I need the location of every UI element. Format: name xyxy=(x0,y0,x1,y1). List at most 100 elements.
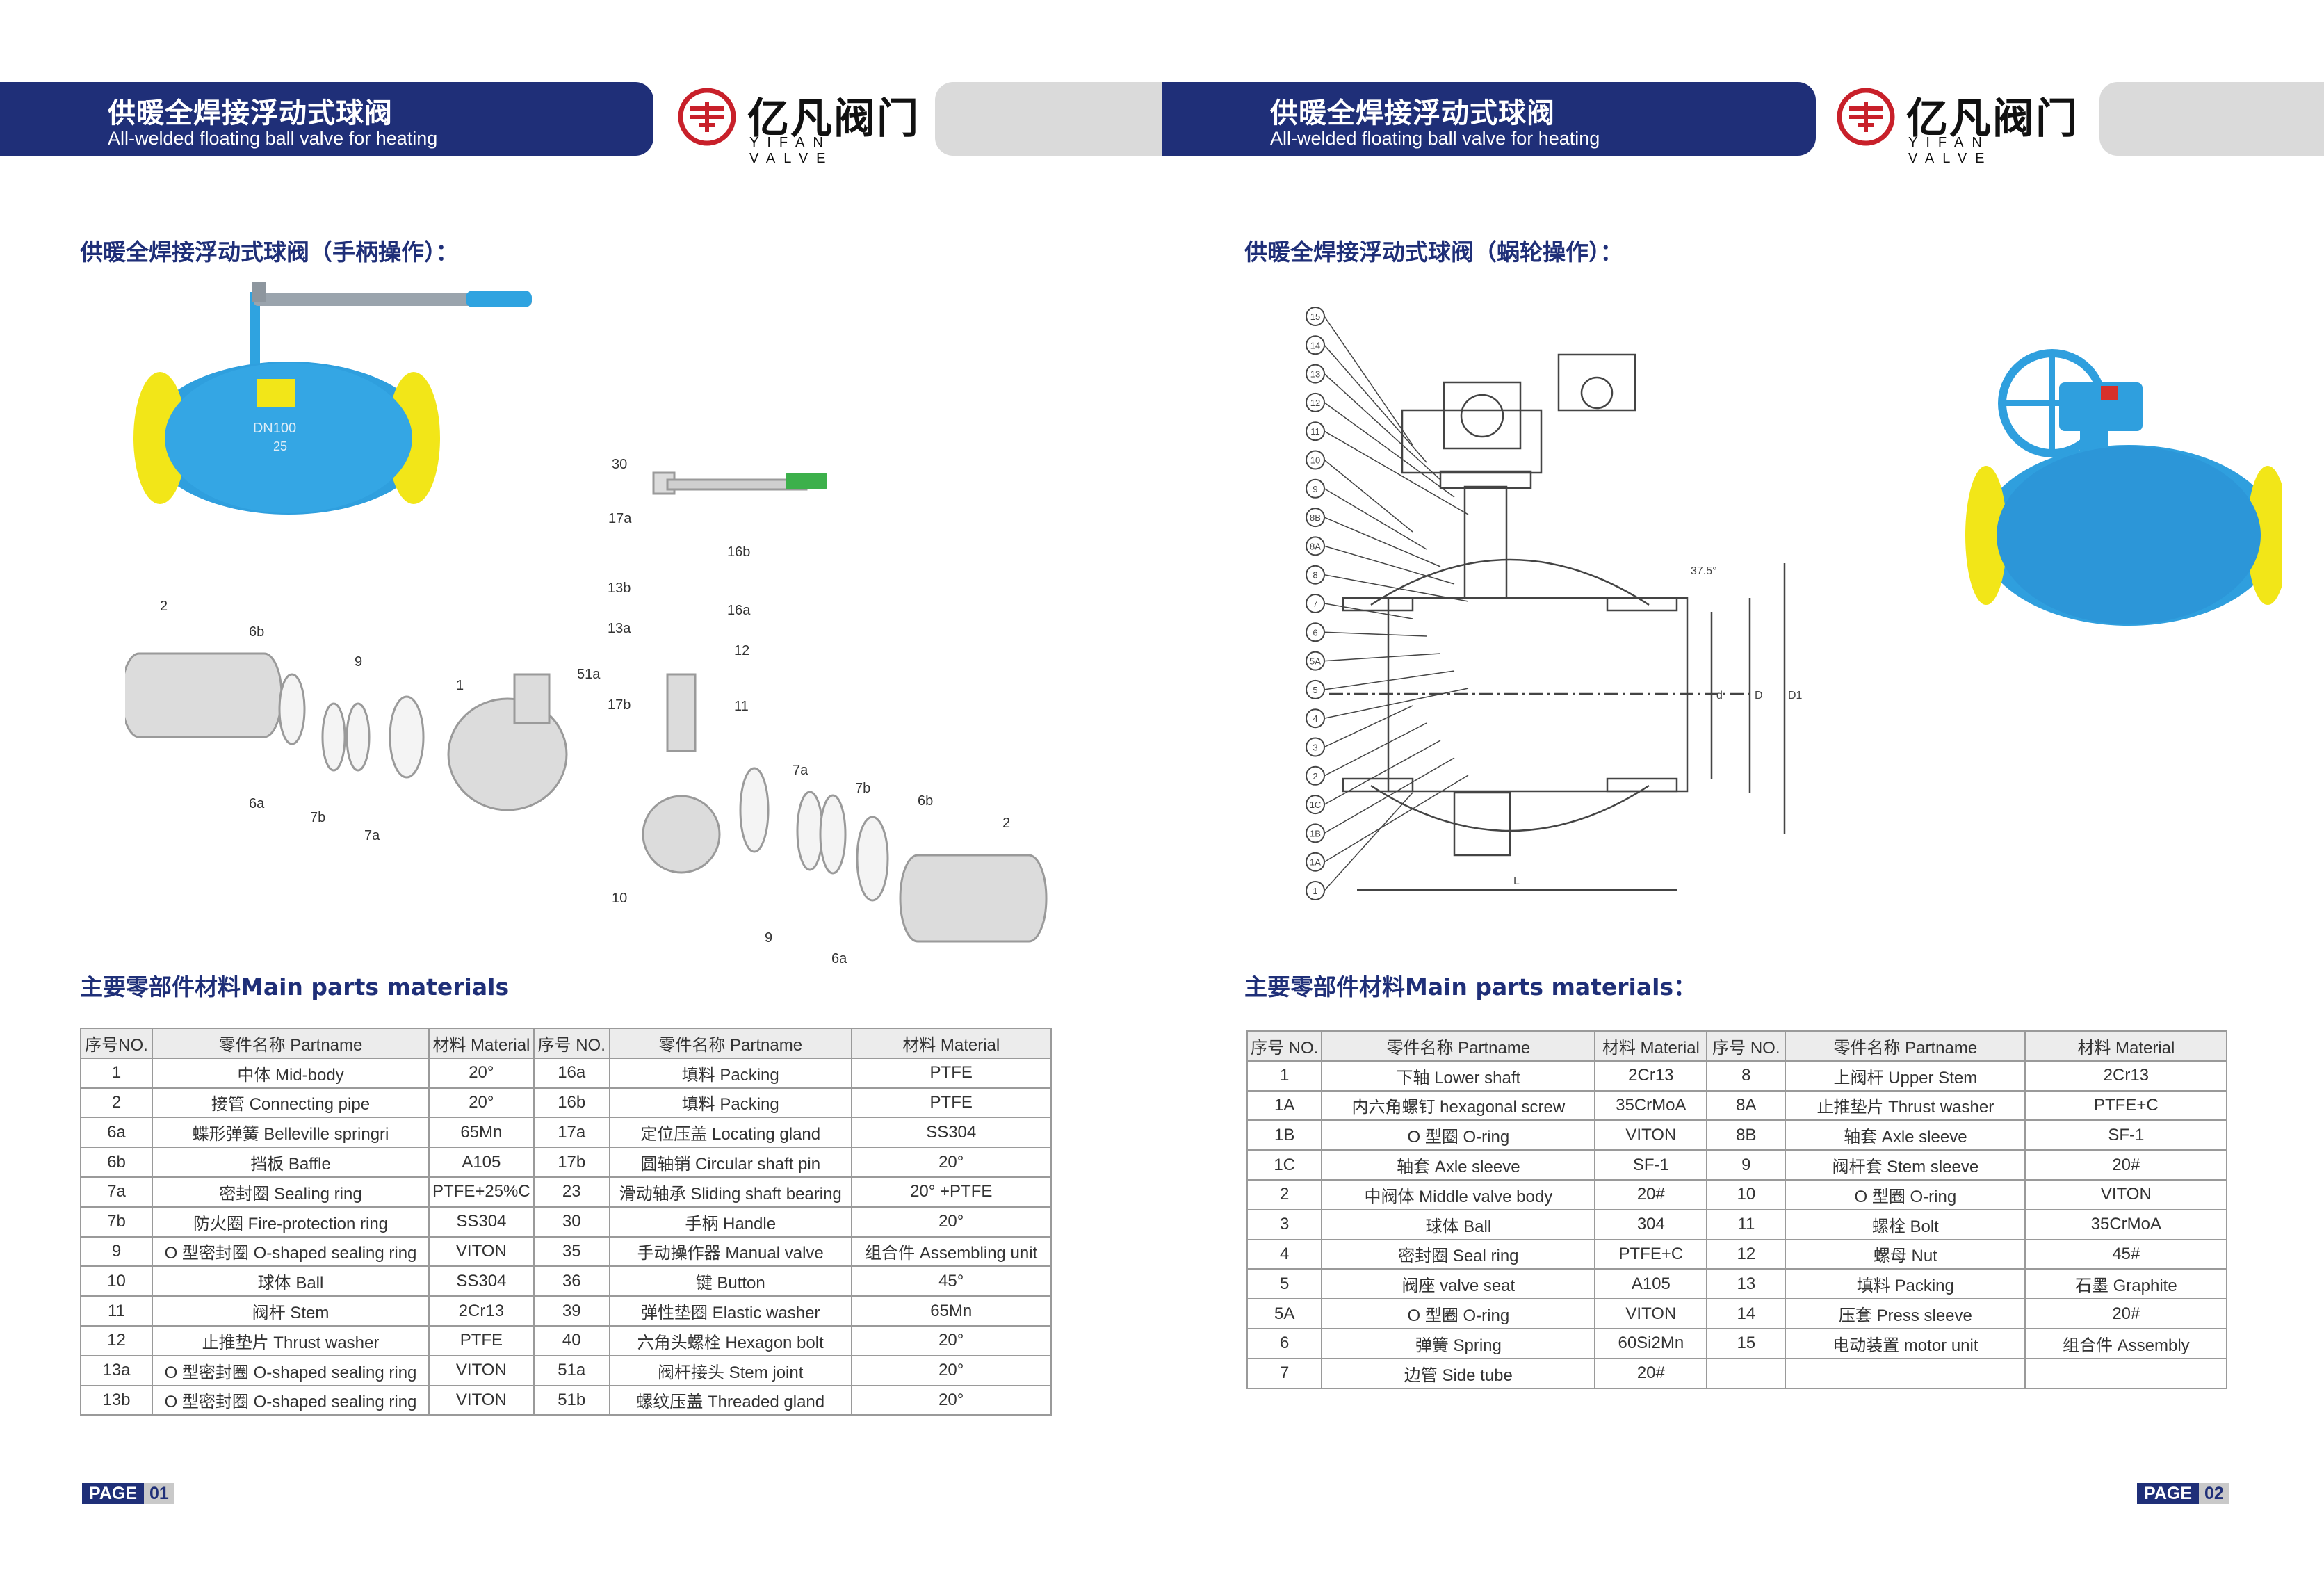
balloon-label: 7 xyxy=(1313,599,1317,609)
section-title: 供暖全焊接浮动式球阀（蜗轮操作）： xyxy=(1244,238,1623,266)
table-cell: 9 xyxy=(80,1235,153,1267)
table-cell: 蝶形弹簧 Belleville springri xyxy=(152,1117,430,1149)
balloon-label: 8A xyxy=(1310,541,1321,551)
brand-name-zh: 亿凡阀门 xyxy=(1906,95,2079,143)
page-number-tag: PAGE 02 xyxy=(2137,1483,2229,1504)
table-cell: O 型密封圈 O-shaped sealing ring xyxy=(152,1235,430,1267)
table-cell: 中体 Mid-body xyxy=(152,1057,430,1089)
table-cell xyxy=(2024,1357,2228,1389)
header-material: 材料 Material xyxy=(428,1028,535,1059)
table-cell: 阀杆套 Stem sleeve xyxy=(1785,1149,2026,1181)
table-header-row: 序号 NO. 零件名称 Partname 材料 Material 序号 NO. … xyxy=(1246,1030,2228,1062)
callout-label: 7a xyxy=(364,828,380,843)
table-cell: 止推垫片 Thrust washer xyxy=(1785,1089,2026,1121)
header-partname: 零件名称 Partname xyxy=(608,1028,852,1059)
table-cell: 接管 Connecting pipe xyxy=(152,1087,430,1119)
banner-title-zh: 供暖全焊接浮动式球阀 xyxy=(1270,97,1555,129)
table-cell: 304 xyxy=(1594,1208,1708,1240)
brand-logo: 亿凡阀门 YIFAN VALVE xyxy=(1837,82,2080,166)
balloon-marker xyxy=(1306,508,1325,528)
balloon-marker xyxy=(1306,765,1325,786)
table-cell: 17a xyxy=(533,1117,610,1149)
brand-name-en: YIFAN VALVE xyxy=(1908,135,1993,166)
leader-line xyxy=(1324,574,1469,602)
table-cell: 填料 Packing xyxy=(1785,1268,2026,1300)
callout-label: 13b xyxy=(608,581,631,596)
table-cell: 螺栓 Bolt xyxy=(1785,1208,2026,1240)
table-cell: 6a xyxy=(80,1117,153,1149)
exploded-view-drawing: 30 17a 16b 13b 16a 13a 12 51a 17b 11 2 6… xyxy=(125,457,1048,966)
table-cell: PTFE+25%C xyxy=(428,1176,535,1208)
table-cell: 10 xyxy=(80,1265,153,1297)
table-cell: 9 xyxy=(1706,1149,1787,1181)
header-partname: 零件名称 Partname xyxy=(152,1028,430,1059)
table-cell: 2Cr13 xyxy=(1594,1060,1708,1092)
table-cell: 20° xyxy=(850,1147,1052,1178)
callout-label: 6b xyxy=(249,624,264,640)
table-cell: 圆轴销 Circular shaft pin xyxy=(608,1147,852,1178)
leader-line xyxy=(1324,373,1441,480)
callout-label: 6b xyxy=(918,793,933,809)
table-cell: 7 xyxy=(1246,1357,1323,1389)
table-cell: 挡板 Baffle xyxy=(152,1147,430,1178)
brand-name-zh: 亿凡阀门 xyxy=(747,95,920,143)
table-cell: 65Mn xyxy=(850,1295,1052,1327)
table-cell: 8B xyxy=(1706,1119,1787,1151)
table-cell: 7a xyxy=(80,1176,153,1208)
table-cell: 20° xyxy=(850,1384,1052,1416)
leader-line xyxy=(1324,722,1427,777)
leader-line xyxy=(1324,459,1413,533)
callout-label: 9 xyxy=(765,930,772,946)
table-cell: 10 xyxy=(1706,1178,1787,1210)
table-cell: VITON xyxy=(1594,1119,1708,1151)
balloon-label: 6 xyxy=(1313,627,1317,638)
table-cell: 2Cr13 xyxy=(428,1295,535,1327)
callout-label: 2 xyxy=(160,599,168,614)
table-cell: 35CrMoA xyxy=(2024,1208,2228,1240)
header-grey-tab xyxy=(935,82,1162,156)
brand-logo: 亿凡阀门 YIFAN VALVE xyxy=(678,82,921,166)
table-cell: 3 xyxy=(1246,1208,1323,1240)
table-cell: 1A xyxy=(1246,1089,1323,1121)
table-cell: VITON xyxy=(1594,1298,1708,1329)
table-cell: O 型密封圈 O-shaped sealing ring xyxy=(152,1384,430,1416)
table-cell: 密封圈 Seal ring xyxy=(1321,1238,1596,1270)
table-cell: 12 xyxy=(1706,1238,1787,1270)
table-cell: VITON xyxy=(428,1354,535,1386)
callout-label: 2 xyxy=(1002,816,1010,831)
table-cell: 阀杆 Stem xyxy=(152,1295,430,1327)
table-cell: SF-1 xyxy=(1594,1149,1708,1181)
balloon-label: 3 xyxy=(1313,743,1317,753)
table-cell: O 型圈 O-ring xyxy=(1321,1298,1596,1329)
table-cell: 20° xyxy=(850,1324,1052,1356)
table-cell: 螺母 Nut xyxy=(1785,1238,2026,1270)
table-cell: O 型圈 O-ring xyxy=(1785,1178,2026,1210)
table-cell: 51b xyxy=(533,1384,610,1416)
page-number: 02 xyxy=(2199,1483,2229,1504)
page-left: 供暖全焊接浮动式球阀 All-welded floating ball valv… xyxy=(0,82,1162,1504)
leader-line xyxy=(1324,740,1441,805)
table-cell xyxy=(1706,1357,1787,1389)
page-number: 01 xyxy=(144,1483,174,1504)
table-cell: 12 xyxy=(80,1324,153,1356)
balloon-label: 13 xyxy=(1310,369,1320,380)
callout-label: 6a xyxy=(831,951,847,966)
materials-title: 主要零部件材料Main parts materials xyxy=(80,973,510,1000)
balloon-label: 15 xyxy=(1310,311,1320,322)
table-cell: 5 xyxy=(1246,1268,1323,1300)
table-cell: 13 xyxy=(1706,1268,1787,1300)
table-cell: 30 xyxy=(533,1206,610,1238)
table-cell: 组合件 Assembling unit xyxy=(850,1235,1052,1267)
dimension-label: D1 xyxy=(1788,690,1803,702)
page-number-tag: PAGE 01 xyxy=(82,1483,174,1504)
table-cell: 键 Button xyxy=(608,1265,852,1297)
table-cell: 16b xyxy=(533,1087,610,1119)
